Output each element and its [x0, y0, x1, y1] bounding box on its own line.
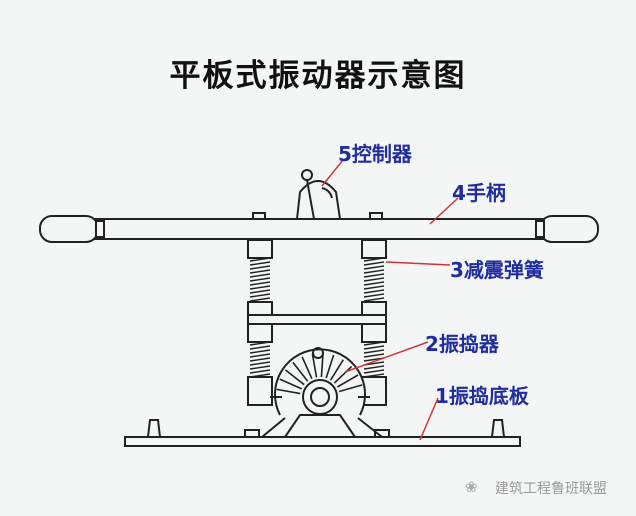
- label-vibrator: 2振捣器: [425, 332, 499, 356]
- spring-coil: [249, 265, 271, 270]
- motor-fin: [279, 378, 303, 390]
- spring-coil: [363, 373, 385, 378]
- vibrator-motor: [270, 347, 370, 438]
- motor-fin: [301, 356, 313, 380]
- base-plate: [124, 417, 521, 447]
- diagram-title: 平板式振动器示意图: [169, 58, 467, 94]
- spring-coil: [363, 353, 385, 358]
- cross-bar: [247, 314, 387, 325]
- motor-fin: [276, 388, 301, 395]
- motor-fin: [292, 361, 309, 382]
- watermark: 建筑工程鲁班联盟: [495, 481, 607, 497]
- motor-fin: [311, 353, 318, 378]
- spring-coil: [249, 345, 271, 350]
- spring-coil: [249, 277, 271, 282]
- spring-coil: [249, 341, 271, 346]
- spring-coil: [249, 365, 271, 370]
- spring-coil: [363, 273, 385, 278]
- motor-fin: [329, 359, 344, 381]
- spring-coil: [249, 289, 271, 294]
- spring-coil: [363, 369, 385, 374]
- spring-coil: [249, 373, 271, 378]
- label-spring: 3减震弹簧: [450, 258, 544, 282]
- spring-coil: [363, 297, 385, 302]
- label-base-plate: 1振捣底板: [435, 384, 529, 408]
- spring-coil: [363, 341, 385, 346]
- spring-coil: [363, 293, 385, 298]
- spring-coil: [363, 265, 385, 270]
- controller: [295, 169, 342, 220]
- motor-fin: [284, 369, 305, 386]
- motor-fin: [339, 384, 363, 393]
- spring-coil: [363, 281, 385, 286]
- spring-coil: [363, 345, 385, 350]
- spring-coil: [363, 261, 385, 266]
- spring-coil: [363, 285, 385, 290]
- leader-lines: [321, 159, 459, 441]
- label-handle: 4手柄: [452, 181, 506, 205]
- spring-coil: [249, 273, 271, 278]
- spring-coil: [363, 365, 385, 370]
- spring-coil: [249, 257, 271, 262]
- motor-fin: [325, 354, 335, 379]
- spring-coil: [363, 277, 385, 282]
- spring-coil: [249, 261, 271, 266]
- motor-fin: [336, 374, 359, 388]
- spring-coil: [249, 297, 271, 302]
- spring-coil: [249, 285, 271, 290]
- spring-coil: [249, 269, 271, 274]
- spring-coil: [249, 361, 271, 366]
- spring-coil: [363, 289, 385, 294]
- spring-coil: [249, 357, 271, 362]
- spring-coil: [363, 269, 385, 274]
- spring-coil: [363, 349, 385, 354]
- spring-coil: [249, 353, 271, 358]
- spring-coil: [249, 293, 271, 298]
- label-controller: 5控制器: [338, 142, 412, 166]
- motor-fin: [320, 353, 324, 378]
- spring-coil: [249, 369, 271, 374]
- spring-coil: [363, 257, 385, 262]
- spring-coil: [249, 281, 271, 286]
- motor-fin: [333, 365, 353, 384]
- spring-coil: [249, 349, 271, 354]
- wechat-icon: ❀: [465, 478, 478, 496]
